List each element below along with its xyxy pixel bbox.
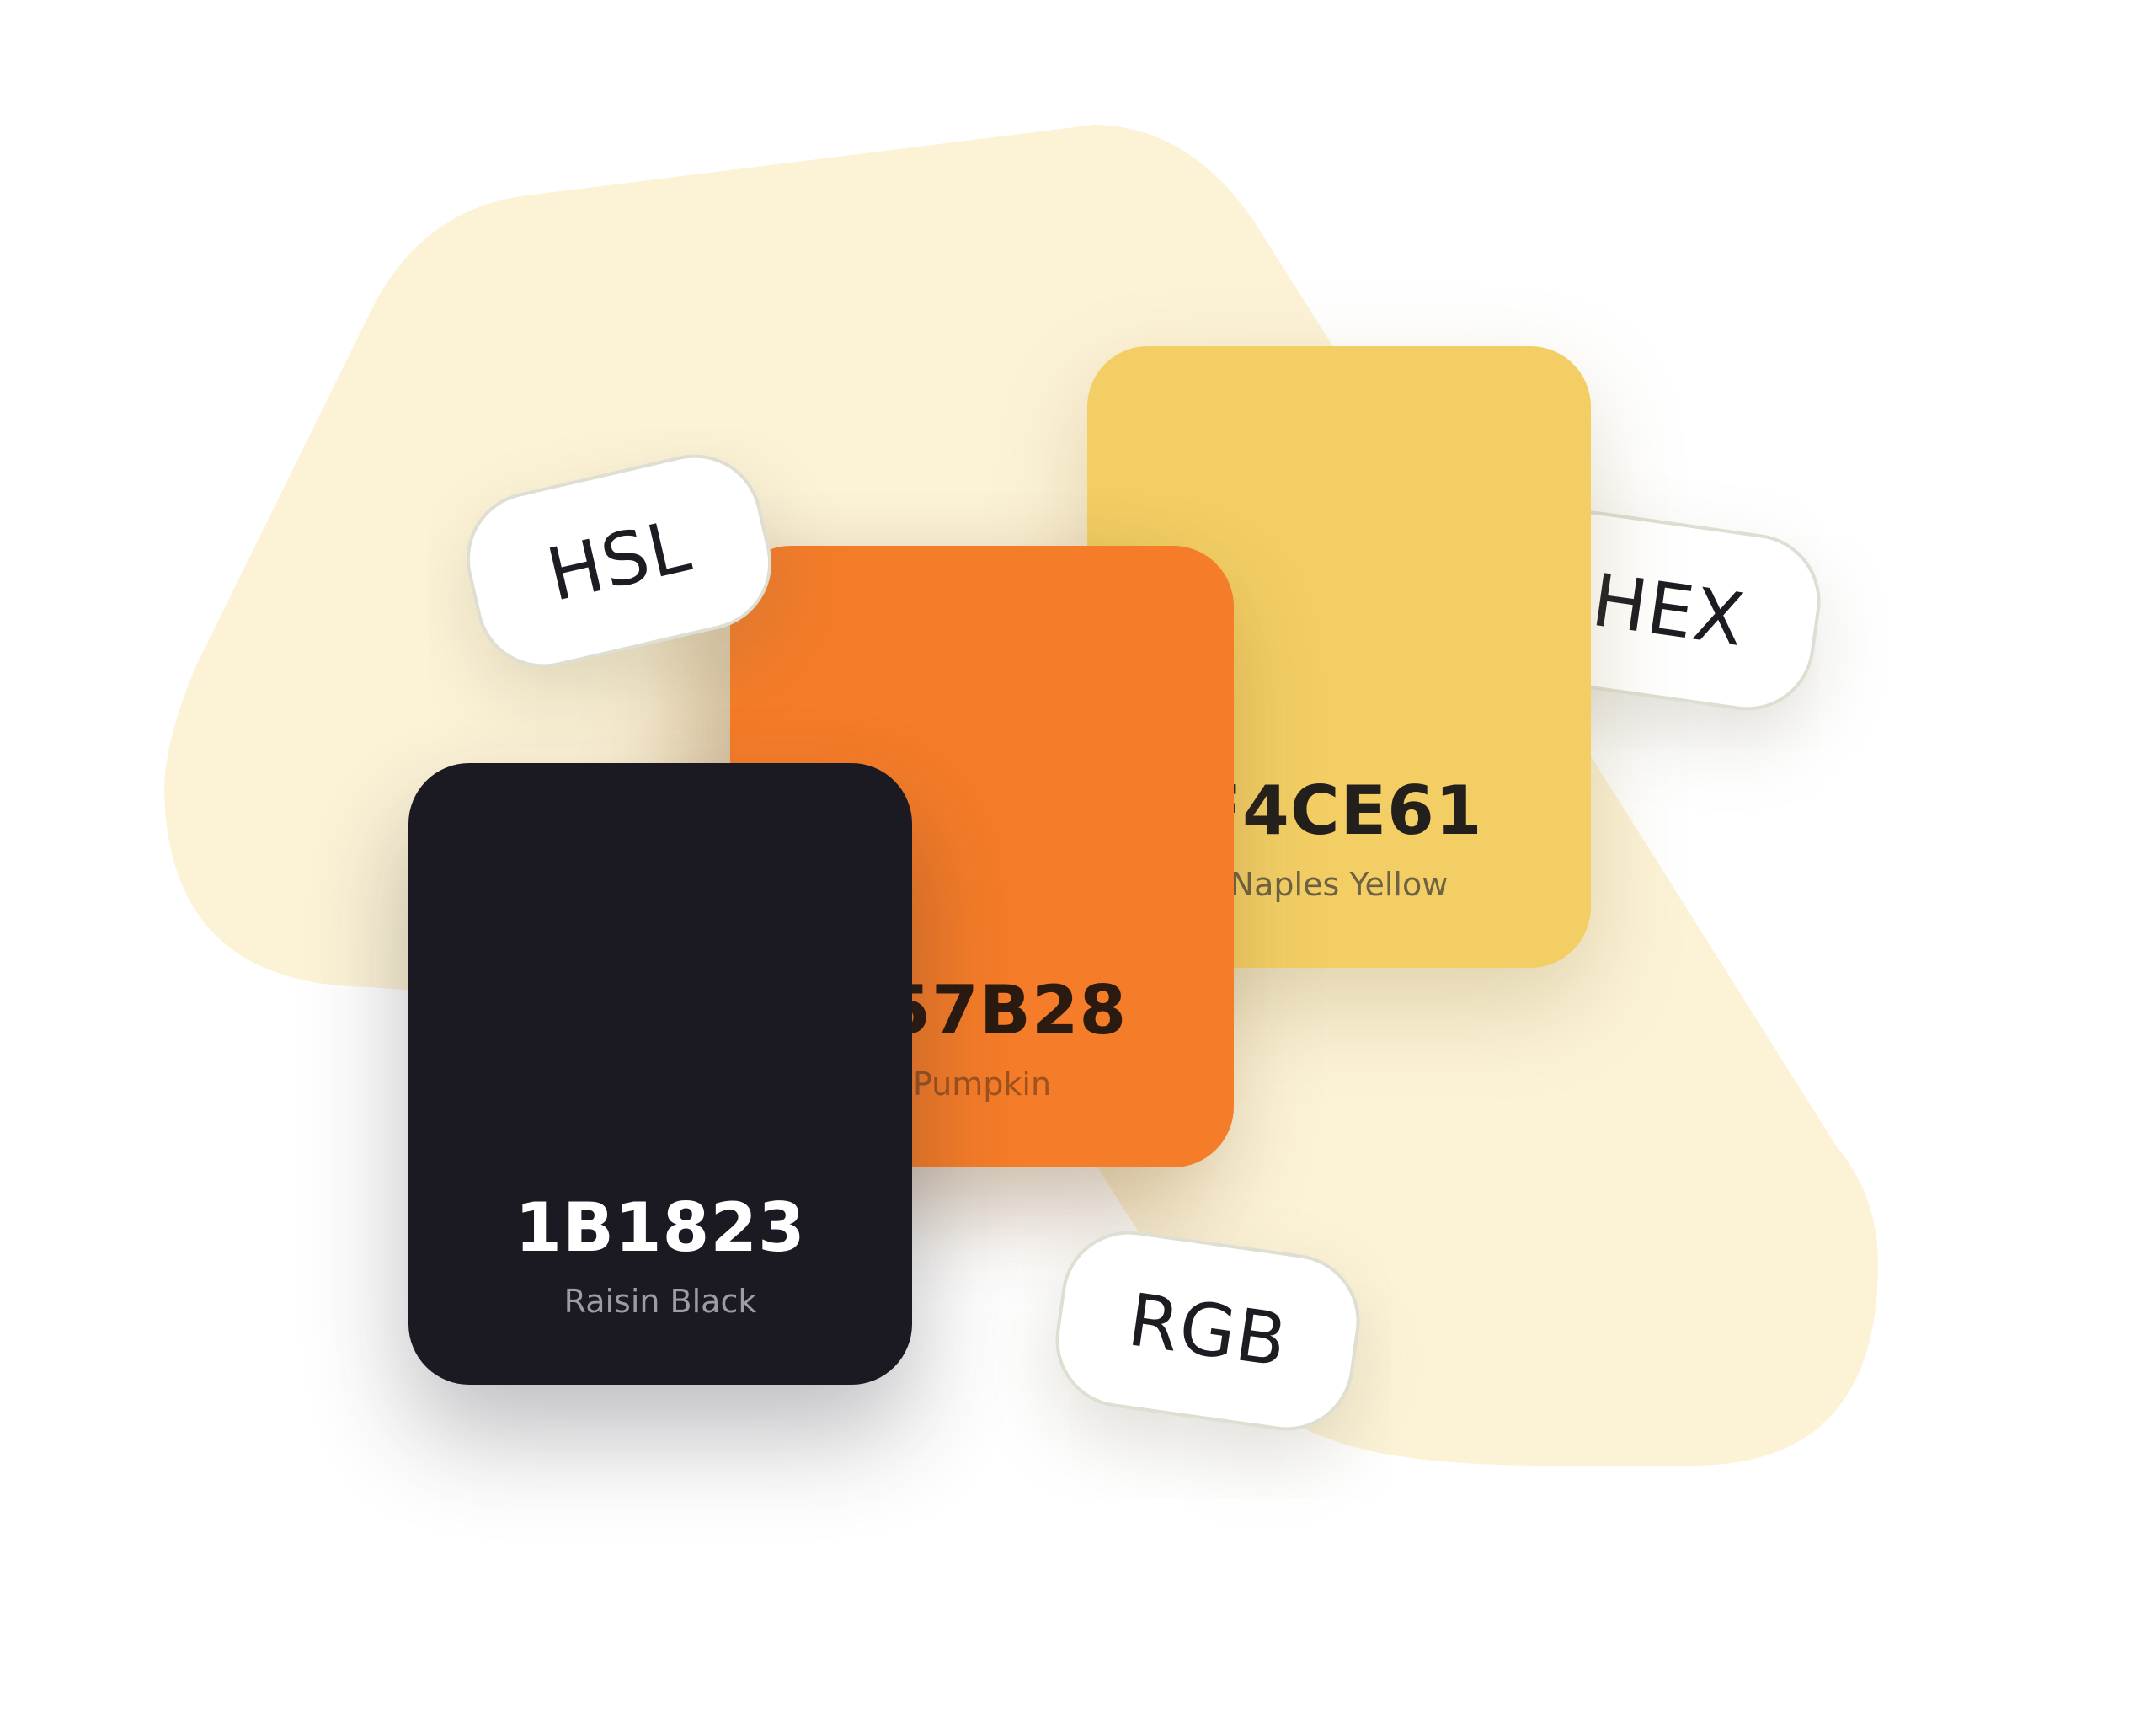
swatch-color-name: Raisin Black	[563, 1283, 757, 1320]
swatch-card-raisin-black[interactable]: 1B1823 Raisin Black	[408, 763, 912, 1385]
format-label: HEX	[1587, 558, 1750, 664]
swatch-hex-code: 1B1823	[515, 1188, 806, 1267]
swatch-color-name: Pumpkin	[912, 1065, 1052, 1103]
format-label: RGB	[1123, 1278, 1293, 1384]
format-label: HSL	[539, 504, 699, 618]
swatch-color-name: Naples Yellow	[1230, 866, 1449, 903]
swatch-hex-code: F4CE61	[1195, 772, 1483, 850]
